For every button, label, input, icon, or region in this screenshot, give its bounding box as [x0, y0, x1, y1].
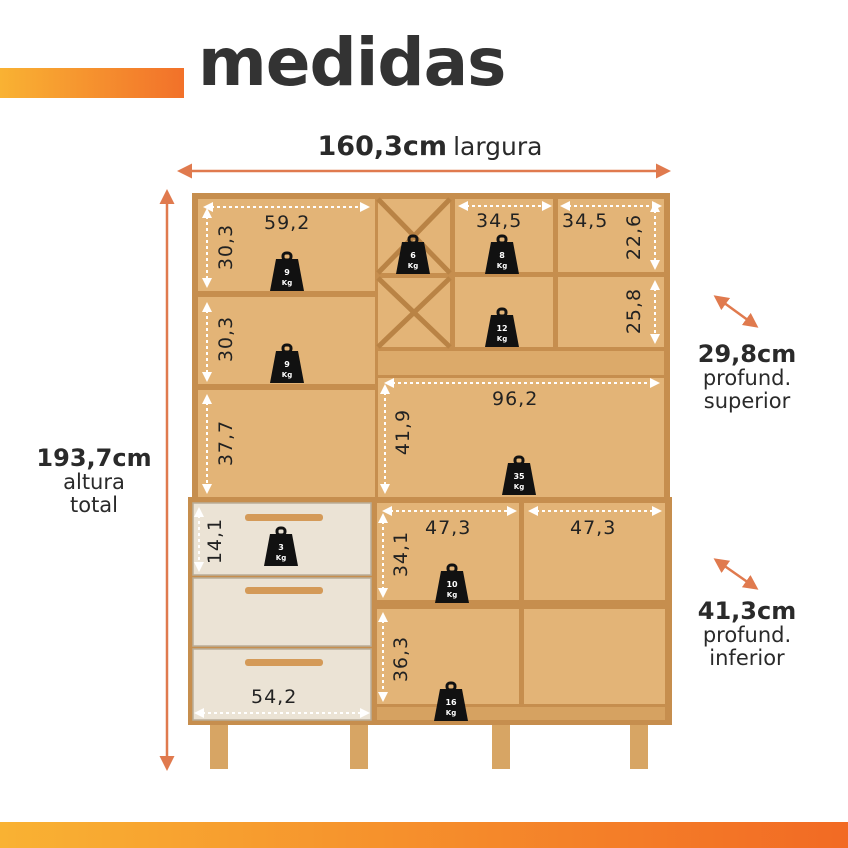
svg-text:Kg: Kg [447, 591, 457, 599]
dim-lower-width-a: 47,3 [425, 517, 472, 539]
svg-text:35: 35 [513, 472, 525, 481]
lower-depth-arrow [713, 558, 759, 590]
dim-top-right-height-b: 25,8 [623, 287, 645, 335]
dim-center-width: 96,2 [492, 388, 539, 410]
lower-depth-word-2: inferior [709, 646, 785, 671]
svg-text:8: 8 [499, 251, 505, 260]
dim-drawer-height: 14,1 [204, 517, 226, 565]
total-height-value: 193,7cm [36, 444, 152, 472]
title-accent-stripe [0, 68, 184, 98]
dim-top-right-width-b: 34,5 [562, 210, 609, 232]
upper-depth-word-1: profund. [702, 366, 792, 391]
weight-icon-wine-rack: 6 Kg [394, 234, 432, 276]
svg-text:9: 9 [284, 268, 290, 277]
weight-icon-center-niche: 35 Kg [500, 455, 538, 497]
leg [630, 725, 648, 769]
weight-icon-shelf-left-2: 9 Kg [268, 343, 306, 385]
svg-text:Kg: Kg [276, 554, 286, 562]
total-height-label: 193,7cm altura total [30, 445, 158, 518]
drawer-handle[interactable] [245, 659, 323, 666]
dim-lower-height-b: 36,3 [390, 635, 412, 683]
upper-depth-arrow [713, 295, 759, 328]
svg-text:Kg: Kg [282, 371, 292, 379]
total-height-word-2: total [69, 493, 119, 518]
total-height-word-1: altura [63, 470, 125, 495]
dim-top-right-width-a: 34,5 [476, 210, 523, 232]
dim-center-height: 41,9 [392, 408, 414, 456]
weight-icon-top-right-small: 8 Kg [483, 234, 521, 276]
svg-text:12: 12 [496, 324, 507, 333]
leg [350, 725, 368, 769]
dim-left-shelf-3: 37,7 [215, 419, 237, 467]
upper-depth-word-2: superior [703, 389, 791, 414]
weight-icon-lower-bottom: 16 Kg [432, 681, 470, 723]
internal-dimension-arrows [194, 201, 662, 718]
leg [492, 725, 510, 769]
svg-text:9: 9 [284, 360, 290, 369]
total-width-word: largura [453, 132, 543, 161]
svg-text:10: 10 [446, 580, 458, 589]
dim-left-shelf-2: 30,3 [215, 315, 237, 363]
lower-depth-word-1: profund. [702, 623, 792, 648]
svg-text:16: 16 [445, 698, 457, 707]
upper-cabinet [192, 193, 670, 500]
svg-text:Kg: Kg [497, 262, 507, 270]
svg-text:3: 3 [278, 543, 284, 552]
dim-lower-width-b: 47,3 [570, 517, 617, 539]
lower-depth-label: 41,3cm profund. inferior [688, 598, 806, 671]
dim-left-shelf-1: 30,3 [215, 223, 237, 271]
svg-text:Kg: Kg [514, 483, 524, 491]
upper-depth-value: 29,8cm [697, 340, 797, 368]
svg-text:Kg: Kg [408, 262, 418, 270]
dim-top-left-width: 59,2 [264, 212, 311, 234]
footer-accent-stripe [0, 822, 848, 848]
weight-icon-drawer: 3 Kg [262, 526, 300, 568]
leg [210, 725, 228, 769]
weight-icon-shelf-left-1: 9 Kg [268, 251, 306, 293]
drawer-handle[interactable] [245, 514, 323, 521]
svg-text:6: 6 [410, 251, 416, 260]
svg-text:Kg: Kg [497, 335, 507, 343]
dim-top-right-height-a: 22,6 [623, 213, 645, 261]
lower-cabinet [188, 497, 672, 769]
weight-icon-top-right-mid: 12 Kg [483, 307, 521, 349]
drawer-handle[interactable] [245, 587, 323, 594]
dim-drawer-width: 54,2 [251, 686, 298, 708]
svg-text:Kg: Kg [446, 709, 456, 717]
total-width-value: 160,3cm [317, 131, 448, 162]
page-title: medidas [198, 24, 506, 101]
upper-depth-label: 29,8cm profund. superior [688, 341, 806, 414]
dim-lower-height-a: 34,1 [390, 530, 412, 578]
svg-text:Kg: Kg [282, 279, 292, 287]
weight-icon-lower-shelf: 10 Kg [433, 563, 471, 605]
lower-depth-value: 41,3cm [697, 597, 797, 625]
